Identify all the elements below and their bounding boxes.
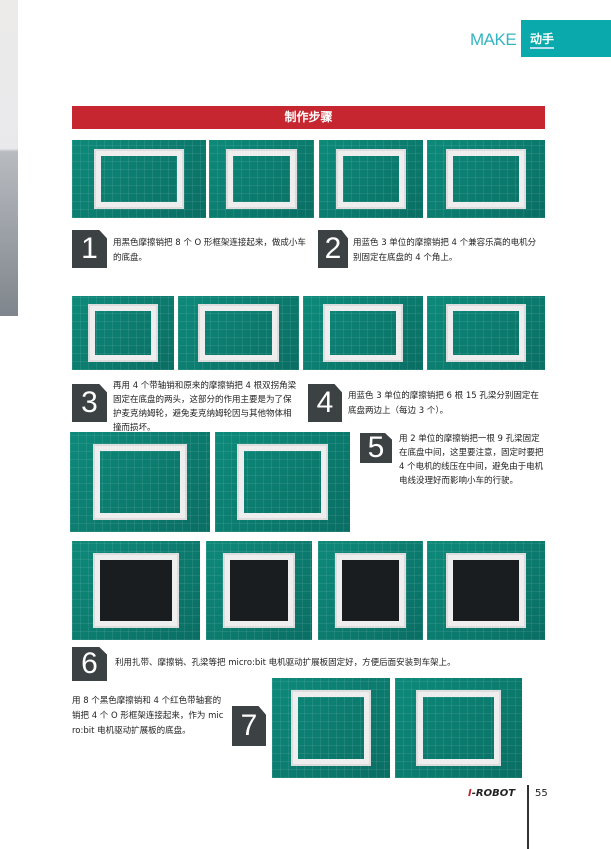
brand-logo: I-ROBOT (468, 788, 515, 799)
step6-photo-4 (427, 541, 545, 640)
step5-photo-1 (70, 432, 210, 532)
step3-photo-2 (178, 296, 299, 370)
step-number-7: 7 (232, 706, 266, 746)
section-tab: 动手 (521, 20, 611, 57)
step-number-4: 4 (308, 384, 342, 422)
step-number-6: 6 (72, 647, 107, 681)
step-text-6: 利用扎带、摩擦销、孔梁等把 micro:bit 电机驱动扩展板固定好，方便后面安… (115, 658, 456, 668)
step-text-7: 用 8 个黑色摩擦销和 4 个红色带轴套的销把 4 个 O 形框架连接起来，作为… (72, 696, 224, 736)
step6-photo-1 (72, 541, 200, 640)
step-number-2: 2 (318, 230, 348, 268)
step4-photo-1 (303, 296, 423, 370)
step-text-2: 用蓝色 3 单位的摩擦销把 4 个兼容乐高的电机分别固定在底盘的 4 个角上。 (353, 238, 537, 263)
step6-photo-2 (206, 541, 312, 640)
step-number-1: 1 (72, 230, 107, 268)
step-text-5: 用 2 单位的摩擦销把一根 9 孔梁固定在底盘中间，这里要注意，固定时要把 4 … (399, 434, 544, 486)
step-text-3: 再用 4 个带轴销和原来的摩擦销把 4 根双拐角梁固定在底盘的两头，这部分的作用… (113, 381, 297, 433)
step4-photo-2 (427, 296, 545, 370)
step-text-1: 用黑色摩擦销把 8 个 O 形框架连接起来，做成小车的底盘。 (113, 238, 306, 263)
step7-photo-1 (272, 678, 390, 778)
page-title: 制作步骤 (72, 106, 545, 129)
brand-prefix: I (468, 788, 472, 799)
brand-name: -ROBOT (471, 788, 516, 799)
step-text-4: 用蓝色 3 单位的摩擦销把 6 根 15 孔梁分别固定在底盘两边上（每边 3 个… (348, 391, 539, 416)
step7-photo-2 (395, 678, 522, 778)
side-photo-strip (0, 0, 18, 316)
section-label-en: MAKE (470, 30, 517, 49)
step1-photo-1 (72, 140, 206, 218)
step5-photo-2 (215, 432, 350, 532)
step-number-3: 3 (72, 384, 107, 422)
section-label-cn: 动手 (530, 30, 555, 49)
step-number-5: 5 (360, 433, 392, 463)
footer-divider (527, 785, 529, 849)
step1-photo-2 (209, 140, 314, 218)
step2-photo-2 (427, 140, 545, 218)
step2-photo-1 (319, 140, 423, 218)
page-number: 55 (535, 788, 548, 799)
step3-photo-1 (72, 296, 174, 370)
step6-photo-3 (318, 541, 423, 640)
